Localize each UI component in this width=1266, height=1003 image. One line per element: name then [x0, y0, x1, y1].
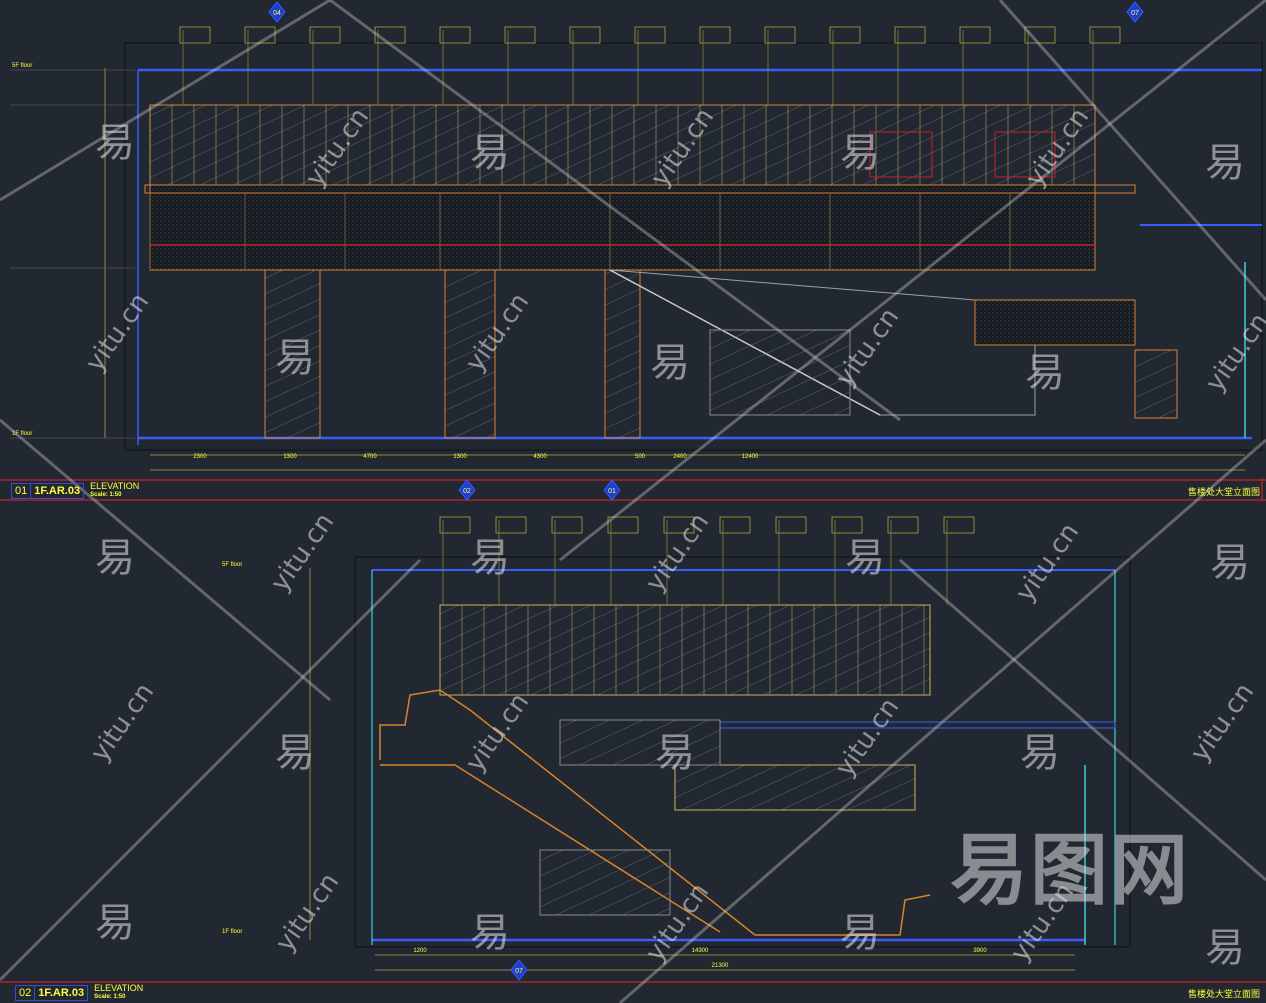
- drawing-scale: Scale: 1:50: [94, 994, 126, 1000]
- dimension-label: 21300: [712, 963, 729, 969]
- watermark-line: [998, 0, 1266, 301]
- dimension-label: 4700: [363, 454, 377, 460]
- material-tag: [829, 26, 861, 44]
- under-escalator-panel: [539, 849, 671, 916]
- section-marker: [510, 959, 528, 981]
- material-tag: [374, 26, 406, 44]
- material-tag: [764, 26, 796, 44]
- dimension-label: 2300: [193, 454, 207, 460]
- column: [444, 269, 496, 439]
- watermark-line: [0, 558, 422, 982]
- material-tag: [244, 26, 276, 44]
- material-tag: [959, 26, 991, 44]
- dimension-label: 4300: [533, 454, 547, 460]
- highlight-box: [994, 131, 1056, 178]
- material-tag: [775, 516, 807, 534]
- dimension-label: 2400: [673, 454, 687, 460]
- material-tag: [439, 516, 471, 534]
- drawing-label: ELEVATION: [90, 481, 140, 491]
- section-marker-label: 01: [608, 488, 616, 495]
- elevation-1-frame: [124, 42, 1263, 451]
- section-marker: [268, 1, 286, 23]
- section-marker: [458, 479, 476, 501]
- drawing-caption-02: 售楼处大堂立面图: [1187, 989, 1260, 999]
- material-tag: [551, 516, 583, 534]
- watermark-line: [559, 0, 1266, 562]
- section-marker-label: 07: [515, 968, 523, 975]
- drawing-number: 01: [11, 483, 32, 499]
- material-tag: [439, 26, 471, 44]
- material-tag: [663, 516, 695, 534]
- dimension-label: 500: [635, 454, 646, 460]
- material-tag: [607, 516, 639, 534]
- escalator-handrail: [379, 689, 931, 936]
- level-label: 1F floor: [222, 929, 242, 935]
- watermark-line: [0, 418, 331, 702]
- material-tag: [309, 26, 341, 44]
- drawing-caption-01: 售楼处大堂立面图: [1187, 487, 1260, 497]
- upper-floor-slab: [719, 721, 1116, 729]
- watermark-line: [329, 0, 901, 422]
- material-tag: [504, 26, 536, 44]
- drawing-scale: Scale: 1:50: [90, 492, 122, 498]
- section-marker: [603, 479, 621, 501]
- dimension-label: 1300: [453, 454, 467, 460]
- landing-beam: [974, 299, 1136, 346]
- drawing-label: ELEVATION: [94, 983, 144, 993]
- door-panel: [1134, 349, 1178, 419]
- material-tag: [699, 26, 731, 44]
- level-label: 5F floor: [12, 63, 32, 69]
- material-tag: [894, 26, 926, 44]
- watermark-line: [899, 558, 1266, 882]
- elevation-2-frame: [354, 556, 1131, 948]
- dimension-label: 1200: [413, 948, 427, 954]
- watermark-line: [0, 0, 331, 202]
- dimension-label: 12400: [742, 454, 759, 460]
- material-tag: [887, 516, 919, 534]
- material-tag: [1089, 26, 1121, 44]
- column: [604, 269, 641, 439]
- dimension-label: 3900: [973, 948, 987, 954]
- upper-panel-band: [149, 104, 1096, 186]
- material-tag: [831, 516, 863, 534]
- highlight-box: [869, 131, 933, 178]
- drawing-code: 1F.AR.03: [35, 985, 89, 1001]
- level-label: 5F floor: [222, 562, 242, 568]
- section-marker: [1126, 1, 1144, 23]
- beam-top-edge: [144, 184, 1136, 194]
- section-marker-label: 04: [273, 10, 281, 17]
- level-label: 1F floor: [12, 431, 32, 437]
- escalator-panel: [559, 719, 721, 766]
- drawing-title-02: 02 1F.AR.03 ELEVATION Scale: 1:50: [15, 984, 143, 1002]
- dimension-label: 14300: [692, 948, 709, 954]
- material-tag: [569, 26, 601, 44]
- material-tag: [179, 26, 211, 44]
- drawing-number: 02: [15, 985, 36, 1001]
- section-marker-label: 02: [463, 488, 471, 495]
- material-tag: [943, 516, 975, 534]
- drawing-title-01: 01 1F.AR.03 ELEVATION Scale: 1:50: [11, 482, 139, 500]
- material-tag: [1024, 26, 1056, 44]
- dimension-label: 1300: [283, 454, 297, 460]
- watermark-line: [619, 438, 1266, 1003]
- material-tag: [634, 26, 666, 44]
- beam-band: [149, 184, 1096, 271]
- upper-panel-band: [439, 604, 931, 696]
- under-stair-panel: [709, 329, 851, 416]
- drawing-code: 1F.AR.03: [31, 483, 85, 499]
- material-tag: [495, 516, 527, 534]
- lower-panel-band: [674, 764, 916, 811]
- section-marker-label: 07: [1131, 10, 1139, 17]
- column: [264, 269, 321, 439]
- material-tag: [719, 516, 751, 534]
